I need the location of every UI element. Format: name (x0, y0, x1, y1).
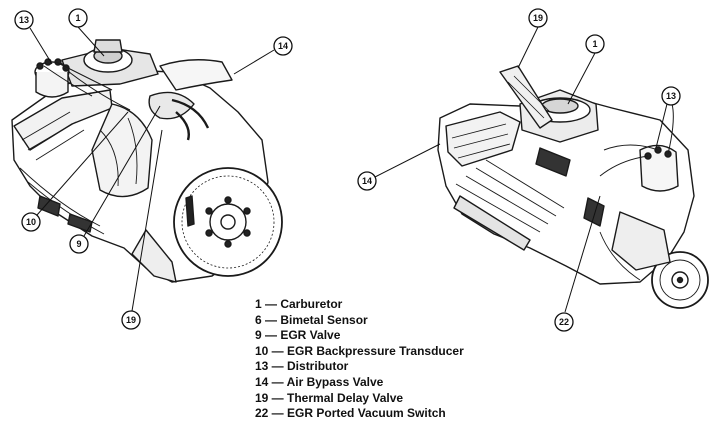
callout-10-left: 10 (21, 212, 41, 232)
callout-14-left: 14 (273, 36, 293, 56)
svg-text:19: 19 (533, 13, 543, 23)
legend-item: 19 — Thermal Delay Valve (255, 390, 404, 405)
legend-item: 9 — EGR Valve (255, 328, 341, 343)
callout-14-right: 14 (357, 171, 377, 191)
callout-1-right: 1 (585, 34, 605, 54)
svg-text:13: 13 (666, 91, 676, 101)
svg-text:1: 1 (75, 13, 80, 23)
legend-item: 10 — EGR Backpressure Transducer (255, 343, 464, 358)
callouts-right-engine: 19 1 13 14 22 (357, 8, 681, 332)
legend-item: 1 — Carburetor (255, 297, 343, 311)
svg-text:10: 10 (26, 217, 36, 227)
svg-text:1: 1 (592, 39, 597, 49)
callout-9-left: 9 (69, 234, 89, 254)
legend-item: 13 — Distributor (255, 359, 349, 374)
legend-item: 6 — Bimetal Sensor (255, 312, 368, 327)
callout-19-left: 19 (121, 310, 141, 330)
callout-22-right: 22 (554, 312, 574, 332)
legend-item: 14 — Air Bypass Valve (255, 374, 384, 389)
svg-text:22: 22 (559, 317, 569, 327)
callout-1-left: 1 (68, 8, 88, 28)
callout-13-right: 13 (661, 86, 681, 106)
legend-item: 22 — EGR Ported Vacuum Switch (255, 406, 446, 421)
svg-text:14: 14 (362, 176, 372, 186)
callouts-left-engine: 13 1 14 10 9 19 (14, 8, 293, 330)
right-engine-drawing (437, 65, 709, 309)
svg-text:14: 14 (278, 41, 288, 51)
svg-text:9: 9 (76, 239, 81, 249)
left-engine-drawing (11, 39, 283, 283)
callout-13-left: 13 (14, 10, 34, 30)
svg-text:19: 19 (126, 315, 136, 325)
callout-19-right: 19 (528, 8, 548, 28)
leader-lines (29, 26, 668, 313)
component-legend: 1 — Carburetor 6 — Bimetal Sensor 9 — EG… (255, 297, 464, 422)
svg-text:13: 13 (19, 15, 29, 25)
